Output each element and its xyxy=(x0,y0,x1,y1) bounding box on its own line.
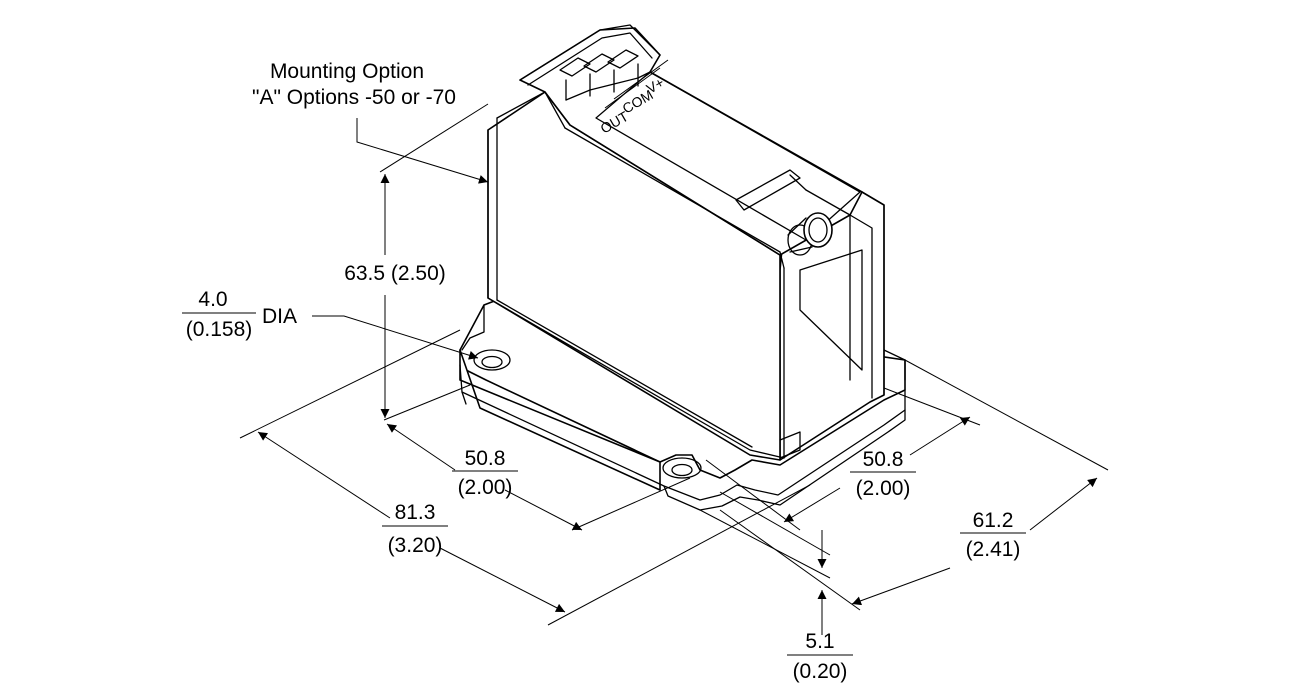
width-right-in: (2.00) xyxy=(856,477,911,500)
hole-dia-mm: 4.0 xyxy=(198,288,227,311)
length-in: (3.20) xyxy=(388,534,443,557)
dia-word: DIA xyxy=(262,305,297,328)
width-front-in: (2.00) xyxy=(458,476,513,499)
height-dimension: 63.5 (2.50) xyxy=(344,262,446,285)
callout-text: Mounting Option "A" Options -50 or -70 6… xyxy=(182,60,1026,683)
depth-in: (2.41) xyxy=(966,538,1021,561)
mounting-option-label: Mounting Option xyxy=(270,60,424,83)
width-right-mm: 50.8 xyxy=(863,448,904,471)
flange-mm: 5.1 xyxy=(805,630,834,653)
terminal-label-vplus: V+ xyxy=(644,74,667,97)
mounting-hole-left xyxy=(473,349,511,371)
depth-mm: 61.2 xyxy=(973,509,1014,532)
mounting-hole-front xyxy=(662,457,702,479)
hole-dia-in: (0.158) xyxy=(186,318,253,341)
flange-in: (0.20) xyxy=(793,660,848,683)
dimension-lines xyxy=(239,103,1109,635)
mounting-option-detail: "A" Options -50 or -70 xyxy=(252,86,456,109)
length-mm: 81.3 xyxy=(395,501,436,524)
width-front-mm: 50.8 xyxy=(465,447,506,470)
push-button xyxy=(787,212,833,256)
